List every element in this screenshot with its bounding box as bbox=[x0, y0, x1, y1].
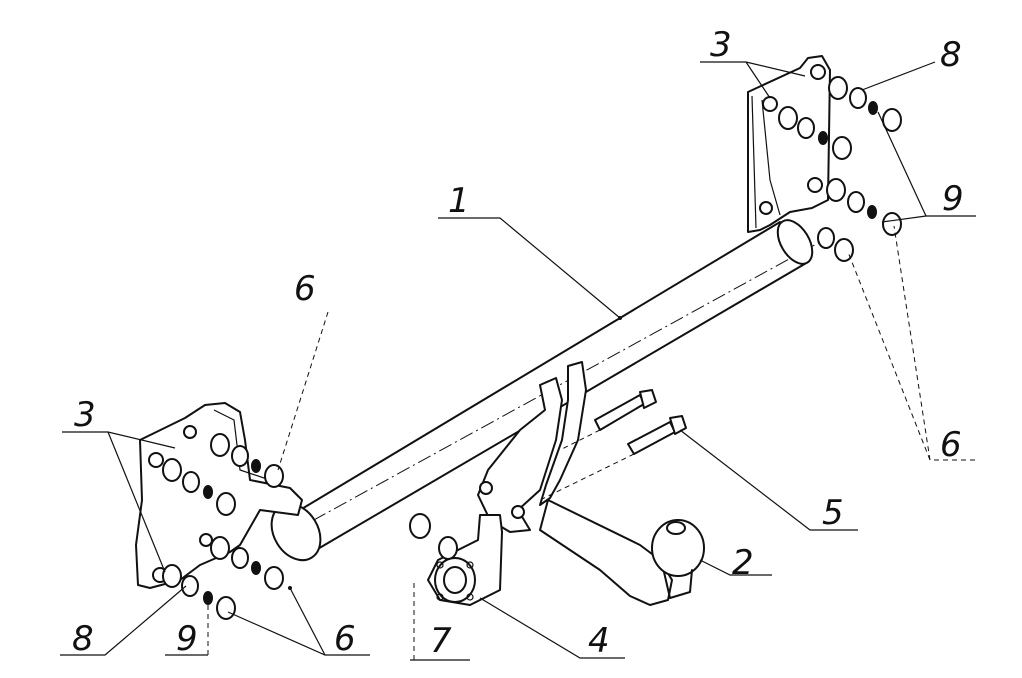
label-socket: 7 bbox=[430, 621, 452, 661]
label-nut-right: 6 bbox=[940, 425, 962, 465]
leader-lines bbox=[60, 61, 976, 661]
centre-fork-bracket bbox=[477, 361, 587, 533]
tow-ball-mount bbox=[539, 499, 705, 606]
label-ball-mount: 2 bbox=[732, 543, 754, 583]
electrical-socket-plate bbox=[427, 514, 503, 606]
label-spring-washer-right: 9 bbox=[942, 179, 964, 219]
label-socket-plate: 4 bbox=[588, 621, 610, 661]
label-nut-left-lower: 6 bbox=[334, 619, 356, 659]
label-bracket-left: 3 bbox=[74, 395, 96, 435]
label-frame: 1 bbox=[448, 181, 470, 221]
socket-nuts bbox=[409, 513, 458, 560]
part-number-labels: 1 2 3 3 4 5 6 6 6 7 8 8 9 9 bbox=[72, 25, 964, 661]
label-washer-right: 8 bbox=[940, 35, 962, 75]
label-spring-washer-left: 9 bbox=[176, 619, 198, 659]
bolts bbox=[539, 389, 687, 501]
right-fasteners bbox=[778, 76, 902, 262]
label-washer-left: 8 bbox=[72, 619, 94, 659]
right-mounting-bracket bbox=[747, 55, 831, 233]
label-nut-left-upper: 6 bbox=[294, 269, 316, 309]
label-bolt: 5 bbox=[822, 493, 844, 533]
label-bracket-right: 3 bbox=[710, 25, 732, 65]
